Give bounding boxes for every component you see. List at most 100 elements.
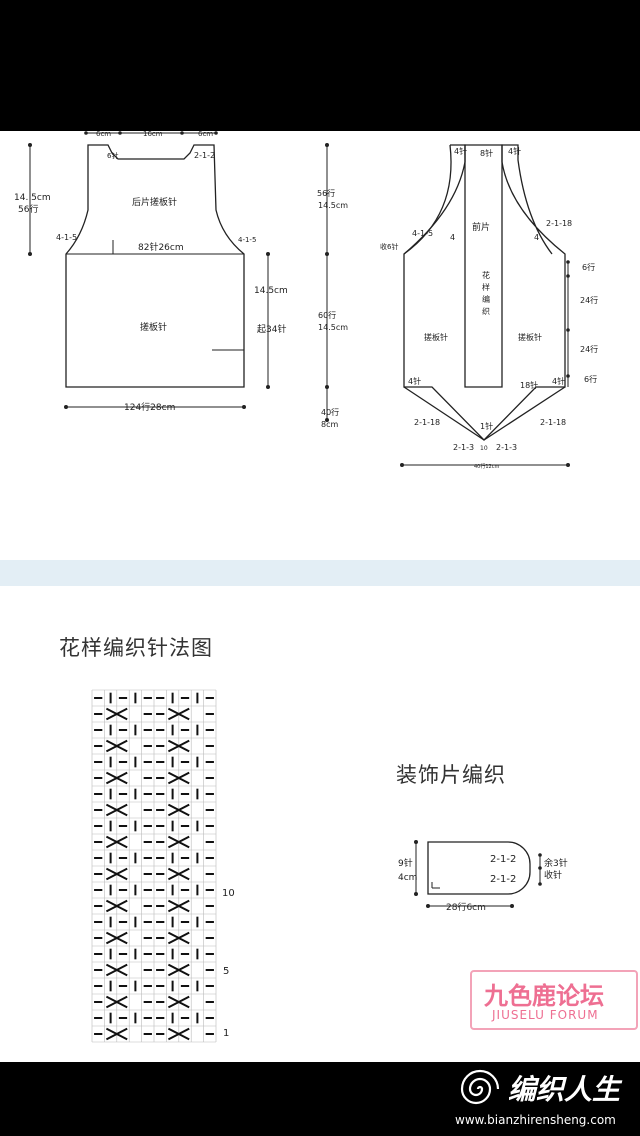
back-top-width-left: 6cm — [96, 131, 111, 138]
front-shoulder-left: 4针 — [454, 146, 467, 156]
back-armhole-height: 14. 5cm — [14, 193, 51, 203]
center-cm-1: 14.5cm — [318, 201, 348, 210]
center-rows-2: 60行 — [318, 310, 336, 320]
center-cm-2: 14.5cm — [318, 323, 348, 332]
cable-cross-mark — [167, 771, 190, 785]
front-right-side-4: 6行 — [584, 374, 597, 384]
cable-cross-mark — [167, 963, 190, 977]
row-marker-10: 10 — [222, 888, 235, 899]
decoration-shaping-top: 2-1-2 — [490, 854, 516, 865]
cable-cross-mark — [105, 931, 128, 945]
back-upper-name: 后片搓板针 — [132, 196, 177, 208]
watermark-subtitle: JIUSELU FORUM — [492, 1008, 599, 1022]
cable-cross-mark — [167, 899, 190, 913]
forum-watermark: 九色鹿论坛 JIUSELU FORUM — [470, 970, 640, 1032]
front-shape-left: 4-1-5 — [412, 229, 433, 238]
garment-schematic: 6cm 16cm 6cm 2-1-2 6针 14. 5cm 56行 4-1-5 … — [14, 131, 598, 470]
watermark-title: 九色鹿论坛 — [484, 981, 604, 1010]
brand-url: www.bianzhirensheng.com — [455, 1113, 616, 1127]
front-point-left: 2-1-18 — [414, 418, 440, 427]
front-pattern-char-3: 编 — [482, 294, 490, 304]
front-right-name: 搓板针 — [518, 332, 542, 342]
back-chest-width: 82针26cm — [138, 241, 184, 253]
back-armhole-rows: 56行 — [18, 203, 38, 215]
cable-cross-mark — [167, 931, 190, 945]
front-tip: 1针 — [480, 421, 493, 431]
back-armhole-shaping-left: 4-1-5 — [56, 233, 77, 242]
back-lower-name: 搓板针 — [140, 321, 167, 333]
cable-cross-mark — [167, 1027, 190, 1041]
cable-cross-mark — [105, 995, 128, 1009]
decoration-diagram: 9针 4cm 2-1-2 2-1-2 余3针 收针 28行6cm — [398, 840, 568, 913]
back-bottom-width: 124行28cm — [124, 401, 175, 413]
front-name: 前片 — [472, 221, 490, 233]
front-width: 40行12cm — [474, 463, 499, 470]
front-cast-off: 收6针 — [380, 242, 398, 251]
back-armhole-shaping-right: 4-1-5 — [238, 236, 256, 244]
cable-cross-mark — [105, 867, 128, 881]
stitch-chart: 10 5 1 — [91, 689, 235, 1043]
brand-name: 编织人生 — [508, 1073, 621, 1106]
cable-cross-mark — [105, 835, 128, 849]
decoration-remain: 余3针 — [544, 857, 568, 869]
row-marker-5: 5 — [223, 966, 229, 977]
cable-cross-mark — [167, 739, 190, 753]
decoration-bind-off: 收针 — [544, 869, 562, 881]
back-neck-stitches: 6针 — [107, 151, 118, 160]
front-right-side-3: 24行 — [580, 344, 598, 354]
cable-cross-mark — [105, 803, 128, 817]
center-rows-1: 56行 — [317, 188, 335, 198]
front-right-bottom: 4针 — [552, 376, 565, 386]
watermark-frame — [470, 970, 638, 1030]
cable-cross-mark — [105, 771, 128, 785]
decoration-width: 28行6cm — [446, 901, 486, 913]
front-shoulder-center: 8针 — [480, 148, 493, 158]
back-top-width-center: 16cm — [143, 131, 163, 138]
front-tip-center: 10 — [480, 445, 488, 452]
row-marker-1: 1 — [223, 1028, 229, 1039]
front-point-right: 2-1-18 — [540, 418, 566, 427]
cable-cross-mark — [105, 899, 128, 913]
front-bottom-center: 18针 — [520, 380, 538, 390]
decoration-shaping-bottom: 2-1-2 — [490, 874, 516, 885]
front-right-side-1: 6行 — [582, 262, 595, 272]
front-left-bottom: 4针 — [408, 376, 421, 386]
front-left-name: 搓板针 — [424, 332, 448, 342]
front-inner-right: 4 — [534, 233, 539, 242]
front-inner-left: 4 — [450, 233, 455, 242]
back-lower-height: 14.5cm — [254, 286, 288, 296]
cable-cross-mark — [167, 867, 190, 881]
center-cm-3: 8cm — [321, 420, 338, 429]
front-pattern-char-2: 样 — [482, 282, 490, 292]
front-pattern-char-1: 花 — [482, 270, 490, 280]
back-piece — [65, 144, 245, 388]
cable-cross-mark — [167, 835, 190, 849]
center-rows-3: 40行 — [321, 407, 339, 417]
cable-cross-mark — [105, 963, 128, 977]
cable-cross-mark — [167, 707, 190, 721]
front-right-side-2: 24行 — [580, 295, 598, 305]
decoration-height-stitches: 9针 — [398, 857, 413, 869]
decoration-title: 装饰片编织 — [396, 763, 506, 787]
cable-cross-mark — [105, 707, 128, 721]
cable-cross-mark — [167, 803, 190, 817]
front-tip-left: 2-1-3 — [453, 443, 474, 452]
section-divider — [0, 560, 640, 586]
front-pattern-char-4: 织 — [482, 306, 490, 316]
cable-cross-mark — [167, 995, 190, 1009]
bottom-black-bar — [0, 1062, 640, 1136]
cable-cross-mark — [105, 1027, 128, 1041]
spiral-logo-icon — [460, 1069, 500, 1105]
front-piece — [403, 144, 566, 441]
front-tip-right: 2-1-3 — [496, 443, 517, 452]
decoration-outline — [427, 841, 531, 895]
front-shape-right: 2-1-18 — [546, 219, 572, 228]
back-top-width-right: 6cm — [198, 131, 213, 138]
front-shoulder-right: 4针 — [508, 146, 521, 156]
back-lower-cast-on: 起34针 — [257, 323, 286, 335]
stitch-chart-title: 花样编织针法图 — [59, 636, 213, 660]
cable-cross-mark — [105, 739, 128, 753]
decoration-height-cm: 4cm — [398, 873, 417, 883]
back-neck-label: 2-1-2 — [194, 151, 215, 160]
top-black-bar — [0, 0, 640, 131]
